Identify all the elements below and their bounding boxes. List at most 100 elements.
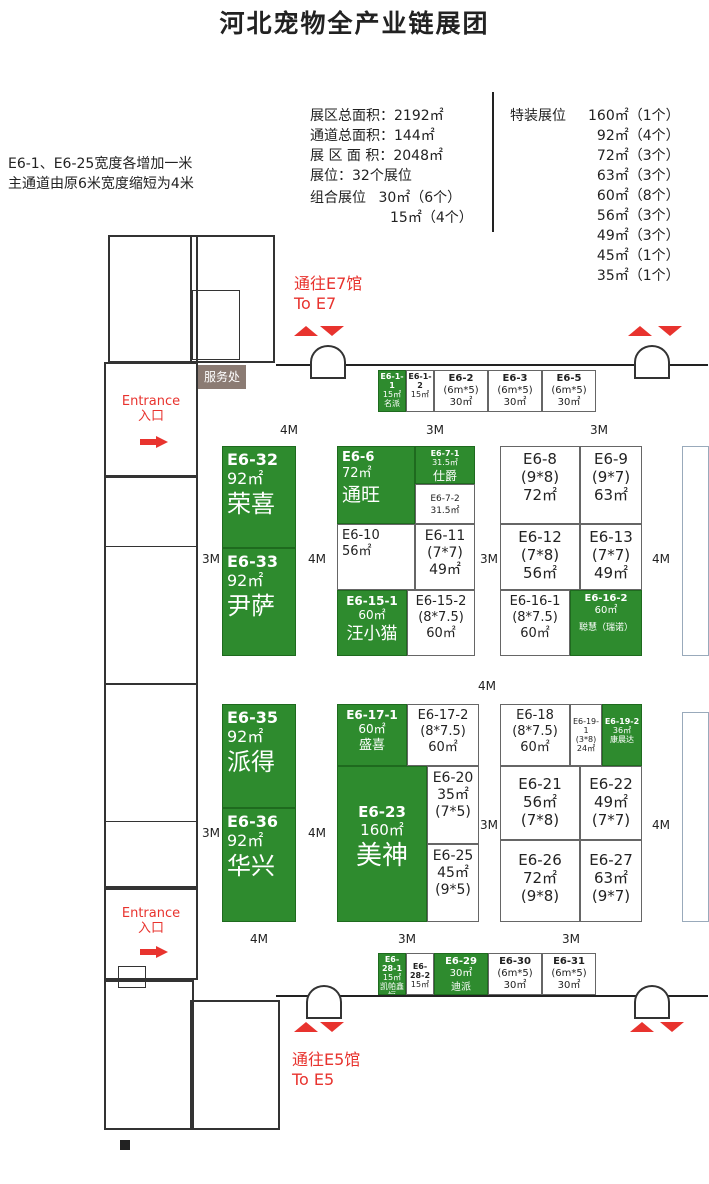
booth-area: 30㎡ (557, 980, 581, 991)
booth-e6-31[interactable]: E6-31 (6m*5) 30㎡ (542, 953, 596, 995)
booth-exhibitor: 迪派 (451, 982, 471, 993)
booth-area: 30㎡ (557, 397, 581, 408)
booth-e6-9[interactable]: E6-9 (9*7) 63㎡ (580, 446, 642, 524)
stat-booth-count: 展位：32个展位 (310, 168, 412, 184)
wall-block (190, 1000, 280, 1130)
aisle-label: 4M (308, 826, 326, 840)
to-e5-label[interactable]: 通往E5馆 To E5 (292, 1050, 360, 1090)
booth-e6-11[interactable]: E6-11 (7*7) 49㎡ (415, 524, 475, 590)
booth-area: 31.5㎡ (432, 458, 458, 467)
booth-id: E6-15-2 (415, 594, 467, 609)
booth-area: 49㎡ (593, 793, 629, 811)
entrance-en: Entrance (121, 906, 181, 921)
booth-dim: (9*7) (591, 887, 631, 905)
aisle-label: 3M (202, 552, 220, 566)
booth-id: E6-1-2 (408, 372, 432, 390)
booth-e6-17-2[interactable]: E6-17-2 (8*7.5) 60㎡ (407, 704, 479, 766)
booth-dim: (9*7) (591, 468, 631, 486)
arrow-up-icon (628, 326, 652, 336)
booth-dim: (8*7.5) (512, 724, 558, 739)
booth-e6-22[interactable]: E6-22 49㎡ (7*7) (580, 766, 642, 840)
to-e7-zh: 通往E7馆 (294, 274, 363, 293)
aisle-label: 3M (426, 423, 444, 437)
arrow-down-icon (320, 1022, 344, 1032)
booth-e6-30[interactable]: E6-30 (6m*5) 30㎡ (488, 953, 542, 995)
stat-aisle-area: 通道总面积：144㎡ (310, 128, 435, 144)
booth-e6-26[interactable]: E6-26 72㎡ (9*8) (500, 840, 580, 922)
booth-e6-3[interactable]: E6-3 (6m*5) 30㎡ (488, 370, 542, 412)
booth-e6-32[interactable]: E6-32 92㎡ 荣喜 (222, 446, 296, 548)
booth-area: 72㎡ (342, 466, 372, 481)
aisle-label: 3M (398, 932, 416, 946)
booth-e6-12[interactable]: E6-12 (7*8) 56㎡ (500, 524, 580, 590)
booth-e6-8[interactable]: E6-8 (9*8) 72㎡ (500, 446, 580, 524)
booth-id: E6-17-1 (346, 708, 398, 722)
booth-area: 15㎡ (410, 980, 430, 989)
special-row: 60㎡（8个） (596, 188, 680, 204)
booth-area: 56㎡ (342, 544, 372, 559)
arrow-up-icon (630, 1022, 654, 1032)
stairs (118, 966, 146, 988)
booth-e6-17-1[interactable]: E6-17-1 60㎡ 盛喜 (337, 704, 407, 766)
door-top-right (634, 345, 670, 379)
booth-dim: (9*8) (520, 468, 560, 486)
booth-e6-13[interactable]: E6-13 (7*7) 49㎡ (580, 524, 642, 590)
booth-e6-1-2[interactable]: E6-1-2 15㎡ (406, 370, 434, 412)
booth-area: 63㎡ (593, 486, 629, 504)
booth-e6-16-1[interactable]: E6-16-1 (8*7.5) 60㎡ (500, 590, 570, 656)
booth-e6-35[interactable]: E6-35 92㎡ 派得 (222, 704, 296, 808)
booth-dim: (6m*5) (551, 968, 587, 979)
booth-dim: (8*7.5) (512, 610, 558, 625)
combo-30: 30㎡（6个） (378, 190, 462, 206)
booth-area: 160㎡ (360, 821, 404, 839)
booth-e6-27[interactable]: E6-27 63㎡ (9*7) (580, 840, 642, 922)
stat-exhibit-area: 展 区 面 积：2048㎡ (310, 148, 443, 164)
booth-id: E6-17-2 (417, 708, 469, 723)
booth-area: 92㎡ (227, 469, 264, 488)
to-e7-label[interactable]: 通往E7馆 To E7 (294, 274, 362, 314)
booth-e6-23[interactable]: E6-23 160㎡ 美神 (337, 766, 427, 922)
booth-area: 30㎡ (449, 968, 473, 979)
booth-e6-19-2[interactable]: E6-19-2 36㎡ 康晨达 (602, 704, 642, 766)
booth-e6-25[interactable]: E6-25 45㎡ (9*5) (427, 844, 479, 922)
booth-e6-28-2[interactable]: E6-28-2 15㎡ (406, 953, 434, 995)
booth-e6-18[interactable]: E6-18 (8*7.5) 60㎡ (500, 704, 570, 766)
booth-id: E6-12 (518, 528, 562, 546)
booth-area: 15㎡ (382, 390, 402, 399)
booth-e6-29[interactable]: E6-29 30㎡ 迪派 (434, 953, 488, 995)
arrow-down-icon (658, 326, 682, 336)
booth-exhibitor: 汪小猫 (346, 624, 398, 644)
aisle-label: 4M (652, 552, 670, 566)
booth-id: E6-8 (523, 450, 557, 468)
booth-e6-15-2[interactable]: E6-15-2 (8*7.5) 60㎡ (407, 590, 475, 656)
booth-e6-7-2[interactable]: E6-7-2 31.5㎡ (415, 484, 475, 524)
arrow-up-icon (294, 1022, 318, 1032)
entrance-top[interactable]: Entrance 入口 (112, 394, 190, 424)
booth-e6-33[interactable]: E6-33 92㎡ 尹萨 (222, 548, 296, 656)
booth-exhibitor: 美神 (355, 841, 408, 871)
booth-e6-5[interactable]: E6-5 (6m*5) 30㎡ (542, 370, 596, 412)
booth-e6-1-1[interactable]: E6-1-1 15㎡ 名派 (378, 370, 406, 412)
arrow-down-icon (660, 1022, 684, 1032)
booth-area: 49㎡ (593, 564, 629, 582)
booth-id: E6-1-1 (380, 372, 404, 390)
booth-e6-19-1[interactable]: E6-19-1 (3*8) 24㎡ (570, 704, 602, 766)
booth-e6-10[interactable]: E6-10 56㎡ (337, 524, 415, 590)
booth-e6-2[interactable]: E6-2 (6m*5) 30㎡ (434, 370, 488, 412)
entrance-bottom[interactable]: Entrance 入口 (112, 906, 190, 936)
booth-area: 36㎡ (612, 726, 632, 735)
booth-e6-6[interactable]: E6-6 72㎡ 通旺 (337, 446, 415, 524)
booth-id: E6-19-2 (604, 717, 640, 726)
booth-e6-36[interactable]: E6-36 92㎡ 华兴 (222, 808, 296, 922)
booth-e6-15-1[interactable]: E6-15-1 60㎡ 汪小猫 (337, 590, 407, 656)
booth-e6-28-1[interactable]: E6-28-1 15㎡ 凯帕鑫恒 (378, 953, 406, 995)
note-line-2: 主通道由原6米宽度缩短为4米 (8, 176, 194, 192)
entrance-bottom-room (104, 888, 198, 980)
booth-e6-21[interactable]: E6-21 56㎡ (7*8) (500, 766, 580, 840)
booth-e6-7-1[interactable]: E6-7-1 31.5㎡ 仕爵 (415, 446, 475, 484)
booth-e6-16-2[interactable]: E6-16-2 60㎡ 聪慧（瑞诺） (570, 590, 642, 656)
aisle-label: 3M (480, 552, 498, 566)
booth-id: E6-5 (556, 373, 582, 384)
booth-area: 49㎡ (429, 562, 461, 578)
booth-e6-20[interactable]: E6-20 35㎡ (7*5) (427, 766, 479, 844)
